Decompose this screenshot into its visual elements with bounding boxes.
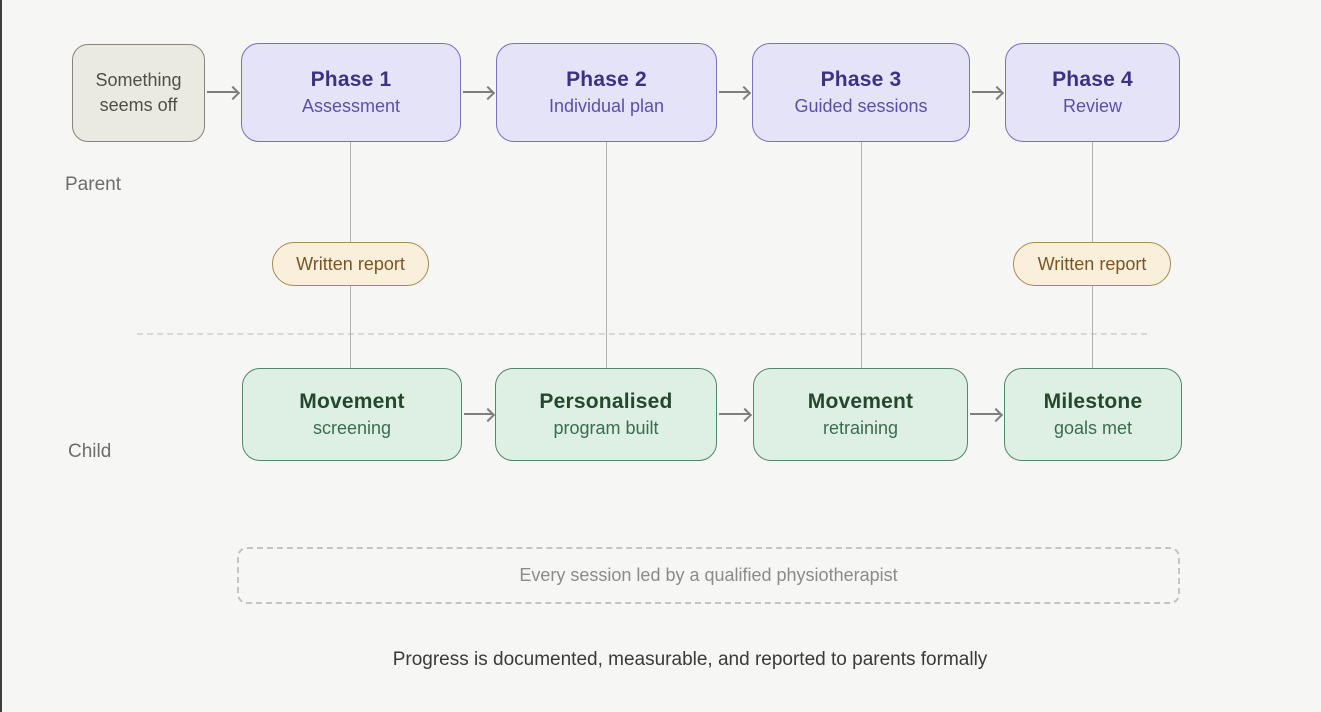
start-box-label: Something seems off <box>95 69 182 115</box>
child-step-2-title: Personalised <box>539 390 673 413</box>
child-step-box-4: Milestone goals met <box>1004 368 1182 461</box>
child-step-box-2: Personalised program built <box>495 368 717 461</box>
written-report-badge-right: Written report <box>1013 242 1171 286</box>
phase-2-title: Phase 2 <box>566 68 647 91</box>
child-step-2-subtitle: program built <box>553 418 659 438</box>
child-step-box-3: Movement retraining <box>753 368 968 461</box>
phase-box-4: Phase 4 Review <box>1005 43 1180 142</box>
phase-4-title: Phase 4 <box>1052 68 1133 91</box>
child-step-1-title: Movement <box>299 390 405 413</box>
arrow-icon-phase3-to-phase4 <box>972 91 1001 93</box>
arrow-icon-phase1-to-phase2 <box>463 91 492 93</box>
phase-3-title: Phase 3 <box>820 68 902 91</box>
child-step-1-subtitle: screening <box>312 418 392 438</box>
written-report-badge-left: Written report <box>272 242 429 286</box>
phase-box-2: Phase 2 Individual plan <box>496 43 717 142</box>
phase-1-subtitle: Assessment <box>301 96 401 116</box>
phase-2-subtitle: Individual plan <box>548 96 665 116</box>
phase-4-subtitle: Review <box>1062 96 1123 116</box>
arrow-icon-step2-to-step3 <box>719 413 749 415</box>
phase-1-title: Phase 1 <box>310 68 392 91</box>
footnote: Progress is documented, measurable, and … <box>392 649 988 670</box>
child-step-3-subtitle: retraining <box>822 418 899 438</box>
vertical-connector-3 <box>861 142 862 368</box>
vertical-connector-2 <box>606 142 607 368</box>
callout-text: Every session led by a qualified physiot… <box>519 565 898 585</box>
child-step-4-subtitle: goals met <box>1053 418 1133 438</box>
start-box: Something seems off <box>72 44 205 142</box>
arrow-icon-step3-to-step4 <box>970 413 1000 415</box>
child-step-box-1: Movement screening <box>242 368 462 461</box>
phase-box-3: Phase 3 Guided sessions <box>752 43 970 142</box>
child-step-3-title: Movement <box>807 390 914 413</box>
phase-box-1: Phase 1 Assessment <box>241 43 461 142</box>
arrow-icon-phase2-to-phase3 <box>719 91 748 93</box>
parent-lane-label: Parent <box>65 174 121 195</box>
arrow-icon-step1-to-step2 <box>464 413 492 415</box>
child-step-4-title: Milestone <box>1043 390 1143 413</box>
phase-3-subtitle: Guided sessions <box>794 96 928 116</box>
arrow-icon-start-to-phase1 <box>207 91 237 93</box>
lane-divider <box>137 333 1147 335</box>
screen-left-edge <box>0 0 2 712</box>
child-lane-label: Child <box>68 441 112 462</box>
callout-box: Every session led by a qualified physiot… <box>237 547 1180 604</box>
